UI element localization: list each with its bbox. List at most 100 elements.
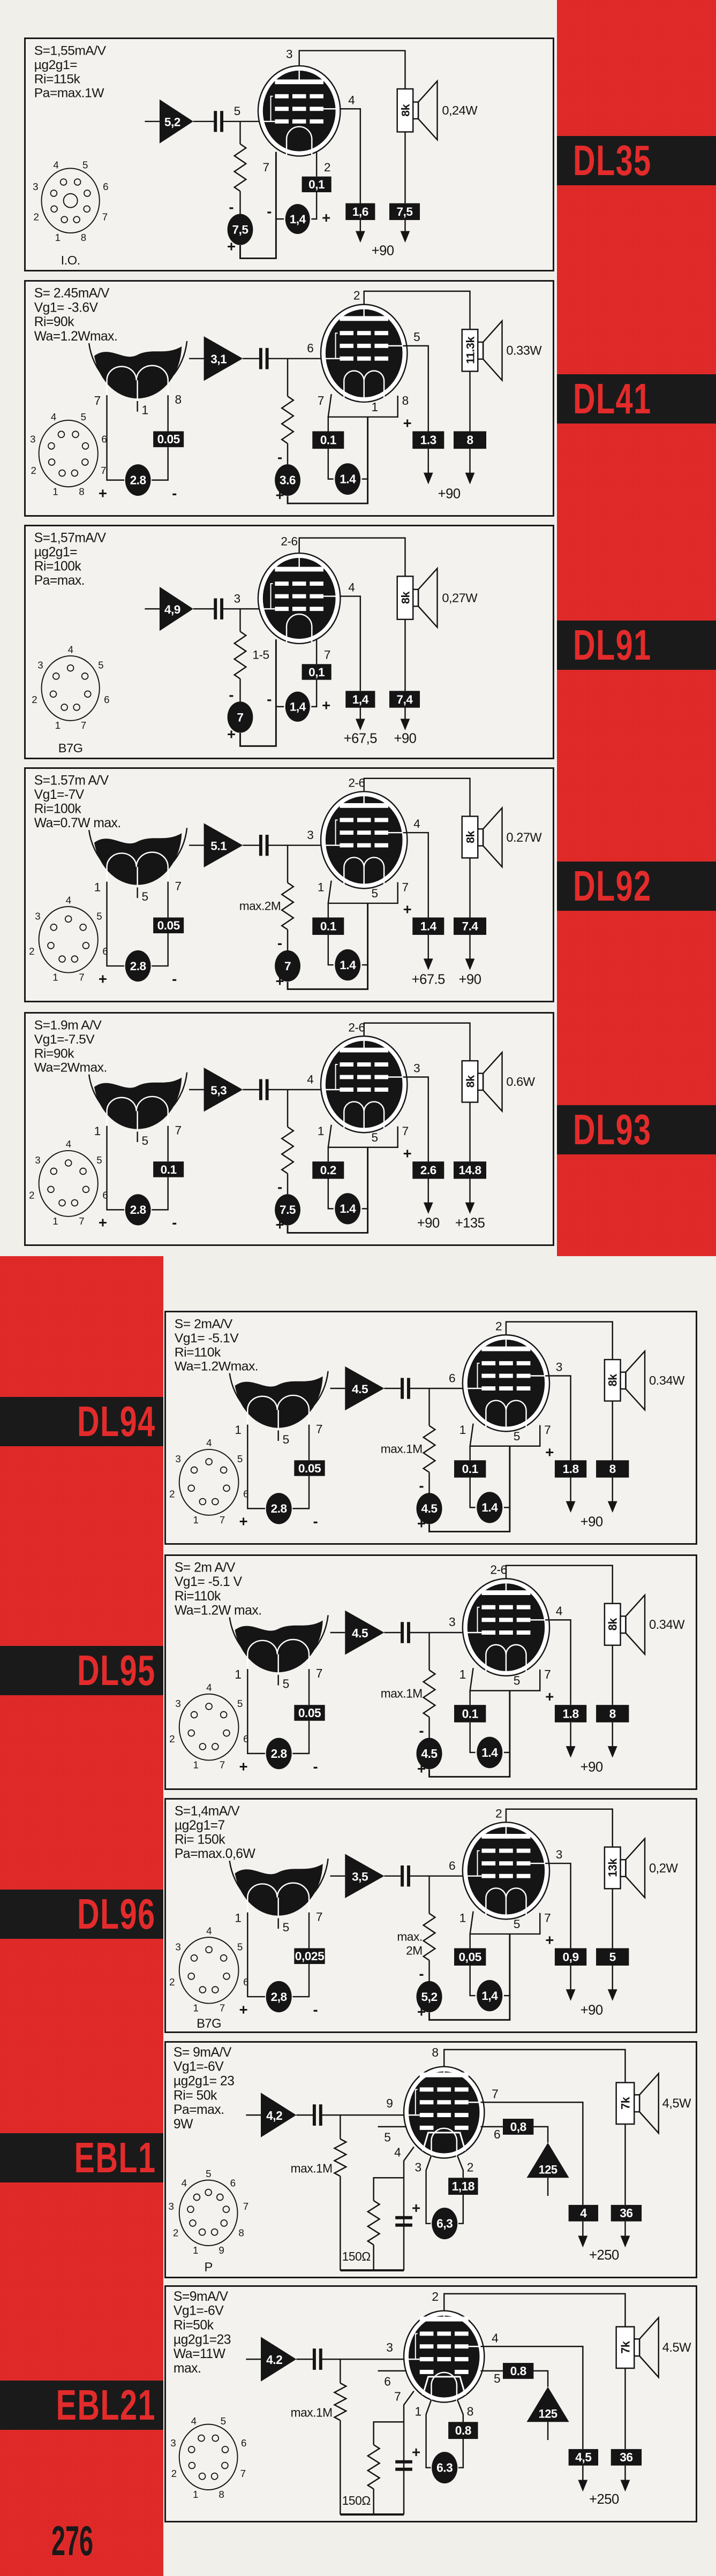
socket-pin-hole: [81, 673, 89, 680]
grid-resistor-value: max.1M: [291, 2161, 333, 2175]
grid-bar: [374, 1087, 388, 1092]
capacitor-icon: [312, 2348, 316, 2370]
ground-bus: [287, 417, 369, 504]
bias-voltage: 5,2: [421, 1990, 437, 2004]
filament-pin-label: 7: [402, 1124, 409, 1138]
filament-voltage: 1,4: [481, 1989, 498, 2003]
load-impedance: 8k: [398, 591, 412, 604]
socket-pin-number: 4: [51, 411, 56, 422]
plus-sign: +: [412, 2444, 420, 2460]
output-power: 0.6W: [506, 1075, 535, 1089]
socket-pin-number: 6: [103, 181, 108, 192]
heater-current: 0.8: [455, 2423, 471, 2437]
tube-socket-outline: [178, 2423, 238, 2490]
wire: [327, 449, 334, 480]
grid-bar: [437, 2113, 451, 2118]
socket-pin-hole: [222, 2205, 230, 2214]
tube-parameter: S=1.9m A/V: [34, 1018, 102, 1032]
diode-current: 0,8: [510, 2120, 526, 2134]
screen-current: 1.3: [420, 433, 436, 447]
socket-pin-number: 1: [52, 972, 58, 983]
socket-pin-hole: [205, 1946, 213, 1954]
grid-bar: [340, 1075, 354, 1079]
socket-pin-hole: [50, 1167, 58, 1175]
socket-pin-hole: [84, 190, 91, 197]
wire: [533, 2126, 549, 2143]
load-impedance: 8k: [606, 1618, 620, 1631]
tube-parameter: Vg1=-6V: [174, 2060, 224, 2074]
arrow-down-icon: [620, 2235, 630, 2248]
grid-bar: [357, 818, 371, 822]
screen-current: 2.6: [420, 1164, 436, 1177]
filament-current-box: [454, 1948, 486, 1966]
input-signal-triangle-icon: [261, 2337, 297, 2382]
tube-parameter: Ri=90k: [34, 315, 74, 329]
socket-pin-number: 4: [66, 894, 71, 905]
tube-parameter: S=1.57m A/V: [34, 774, 109, 788]
tube-type-label: DL95: [77, 1646, 156, 1694]
driver-tube-body: [94, 1077, 182, 1129]
resistor-icon: [281, 882, 295, 931]
grid-bar: [340, 331, 354, 336]
output-power: 0.33W: [506, 344, 542, 358]
driver-filament-voltage-circle: [266, 1981, 292, 2013]
grid-link: [335, 333, 338, 359]
wire: [456, 2155, 464, 2178]
plate-pin-label: 2-6: [348, 1021, 365, 1034]
filament-current-box: [454, 1460, 486, 1478]
grid-link: [270, 95, 273, 122]
grid-resistor-value: max.1M: [381, 1442, 423, 1456]
filament-voltage-circle: [477, 1736, 503, 1769]
driver-pin-label: 7: [316, 1909, 322, 1923]
driver-filament-current-box: [294, 1460, 325, 1476]
diode-bar: [419, 2369, 434, 2374]
heater-current: 1,18: [452, 2179, 474, 2193]
input-signal-triangle-icon: [204, 823, 243, 868]
screen-current-box: [568, 2449, 599, 2466]
load-impedance: 8k: [398, 103, 412, 116]
plus-sign: +: [322, 209, 330, 226]
resistor-icon: [422, 1670, 436, 1718]
grid-bar: [437, 2331, 451, 2336]
grid-bar: [499, 1618, 513, 1622]
filament-icon: [285, 126, 313, 155]
ground-bus: [239, 639, 277, 747]
grid-bar: [275, 594, 289, 599]
load-impedance: 13k: [606, 1858, 620, 1877]
cathode-resistor-icon: [366, 2444, 381, 2490]
arrow-down-icon: [607, 1501, 617, 1513]
socket-pin-hole: [187, 1729, 195, 1737]
screen-current-box: [568, 2204, 599, 2222]
speaker-icon: [634, 2338, 640, 2357]
input-voltage: 4,2: [266, 2109, 282, 2122]
wire: [505, 1565, 613, 1604]
socket-pin-number: 4: [182, 2177, 187, 2188]
filament-voltage: 1.4: [340, 1202, 356, 1215]
screen-current: 1,4: [352, 693, 369, 706]
input-voltage: 3,5: [352, 1870, 368, 1884]
driver-filament-current-box: [153, 431, 184, 448]
wire: [403, 1076, 429, 1162]
socket-pin-number: 2: [169, 1976, 175, 1988]
screen-pin-label: 4: [348, 94, 355, 107]
capacitor-icon: [401, 1622, 404, 1643]
filament-pin-label: 5: [372, 887, 378, 900]
socket-pin-hole: [221, 2445, 229, 2453]
grid-bar: [499, 1386, 513, 1391]
grid-bar: [340, 1087, 354, 1092]
grid-bar: [357, 843, 371, 848]
heater-current-box: [448, 2178, 478, 2195]
minus-sign: -: [277, 1179, 282, 1195]
electrolytic-capacitor-icon: [395, 2223, 412, 2227]
supply-voltage: +90: [581, 1759, 603, 1774]
grid-bar: [292, 594, 306, 599]
screen-pin-label: 3: [556, 1361, 562, 1374]
supply-voltage: +250: [589, 2248, 619, 2263]
wire: [327, 1124, 398, 1149]
filament-voltage: 1.4: [481, 1746, 498, 1759]
wire: [106, 881, 125, 967]
socket-pin-number: 1: [193, 2003, 199, 2014]
